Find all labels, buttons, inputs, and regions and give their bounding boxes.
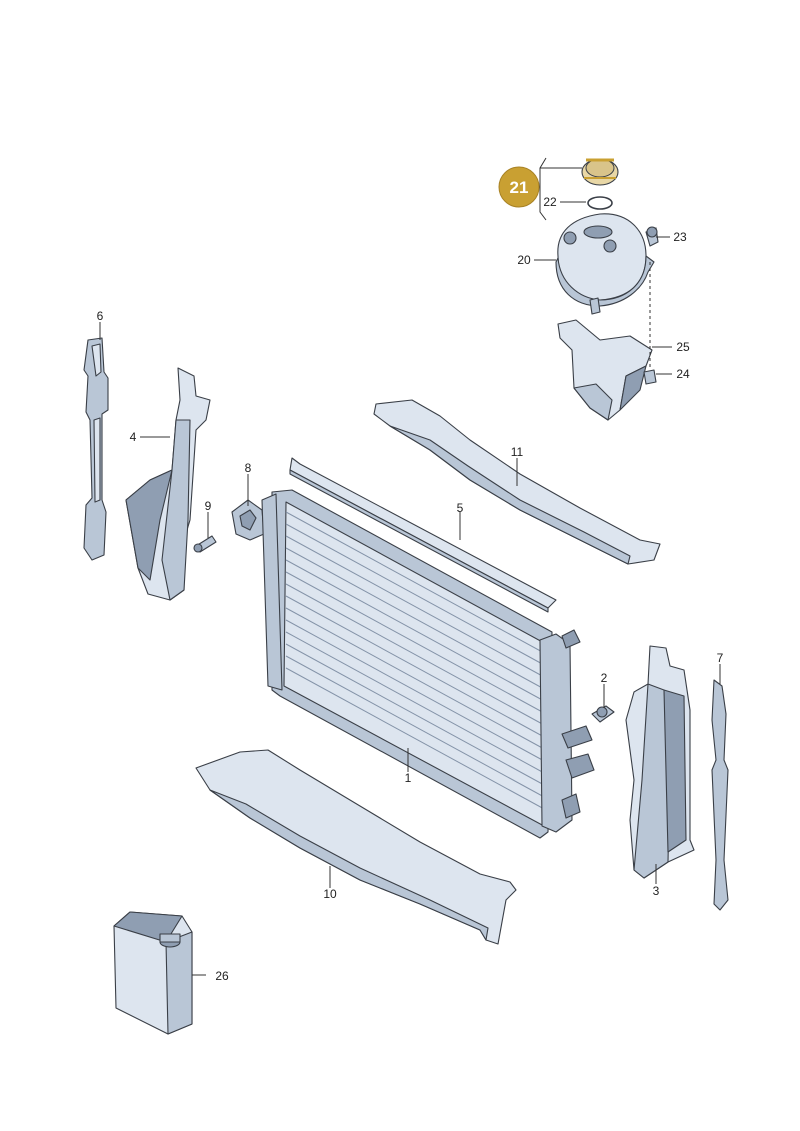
part-label-25[interactable]: 25: [676, 340, 690, 354]
expansion-tank-cap[interactable]: [581, 158, 619, 186]
highlight-badge[interactable]: [498, 166, 540, 208]
air-duct-left[interactable]: [125, 367, 211, 601]
air-guide-right-outer[interactable]: [711, 679, 729, 911]
part-label-22[interactable]: 22: [543, 195, 557, 209]
seal-strip[interactable]: [289, 457, 557, 613]
radiator-fins: [285, 511, 547, 811]
sealing-ring[interactable]: [587, 196, 613, 210]
part-label-5[interactable]: 5: [457, 501, 464, 515]
air-guide-lower[interactable]: [195, 749, 517, 945]
part-label-11[interactable]: 11: [511, 445, 524, 459]
part-label-1[interactable]: 1: [405, 771, 412, 785]
part-label-2[interactable]: 2: [601, 671, 608, 685]
part-label-10[interactable]: 10: [323, 887, 337, 901]
part-label-23[interactable]: 23: [673, 230, 687, 244]
highlight-badge-number: 21: [510, 178, 529, 197]
part-label-4[interactable]: 4: [130, 430, 137, 444]
part-label-6[interactable]: 6: [97, 309, 104, 323]
coolant-container[interactable]: [113, 911, 193, 1035]
part-label-26[interactable]: 26: [215, 969, 229, 983]
part-label-9[interactable]: 9: [205, 499, 212, 513]
part-label-20[interactable]: 20: [517, 253, 531, 267]
screw-9[interactable]: [193, 535, 217, 553]
part-label-3[interactable]: 3: [653, 884, 660, 898]
air-guide-left-outer[interactable]: [83, 337, 109, 561]
radiator[interactable]: [261, 489, 595, 839]
temperature-sensor[interactable]: [591, 705, 615, 723]
part-label-8[interactable]: 8: [245, 461, 252, 475]
air-duct-right[interactable]: [625, 645, 695, 879]
part-label-24[interactable]: 24: [676, 367, 690, 381]
leader-lines: [99, 157, 721, 976]
screw-23[interactable]: [645, 226, 659, 247]
tank-bracket[interactable]: [557, 319, 653, 421]
part-label-7[interactable]: 7: [717, 651, 724, 665]
clip-24[interactable]: [643, 369, 657, 385]
expansion-tank[interactable]: [555, 213, 655, 315]
